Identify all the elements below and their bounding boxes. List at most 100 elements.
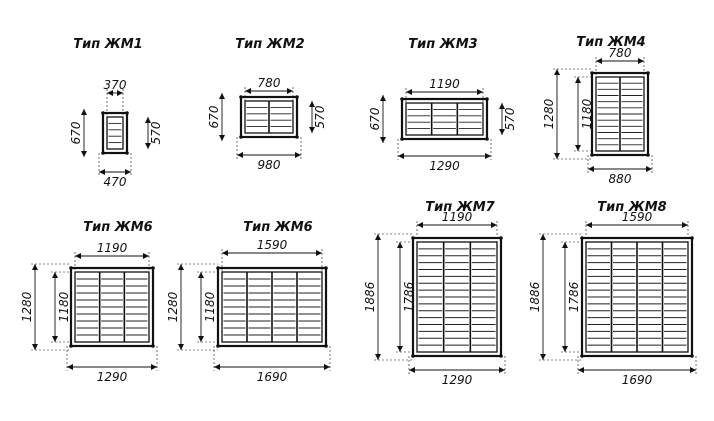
outer-height-label: 1280 xyxy=(20,291,34,322)
frame-corner-bolt xyxy=(69,266,73,270)
frame-corner-bolt xyxy=(485,97,489,101)
top-width-dimension-arrow-left xyxy=(107,90,113,96)
left-height-dimension-arrow-bottom xyxy=(219,135,225,141)
outer-height-dimension-arrow-bottom xyxy=(540,354,546,360)
frame-corner-bolt xyxy=(295,135,299,139)
frame-corner-bolt xyxy=(411,354,415,358)
top-width-dimension-arrow-left xyxy=(245,88,251,94)
frame-corner-bolt xyxy=(690,354,694,358)
outer-height-dimension-arrow-top xyxy=(540,234,546,240)
blind-title: Тип ЖМ6 xyxy=(243,220,312,235)
bottom-width-label: 880 xyxy=(609,172,632,186)
bottom-width-label: 1290 xyxy=(97,370,128,384)
bottom-width-dimension-arrow-left xyxy=(578,367,584,373)
top-width-dimension-arrow-right xyxy=(287,88,293,94)
blind-title: Тип ЖМ6 xyxy=(83,220,152,235)
top-width-dimension-arrow-right xyxy=(491,222,497,228)
frame-corner-bolt xyxy=(125,151,129,155)
bottom-width-dimension-arrow-left xyxy=(237,152,243,158)
blind-title: Тип ЖМ4 xyxy=(576,35,645,50)
top-width-dimension-arrow-left xyxy=(222,250,228,256)
bottom-width-dimension-arrow-left xyxy=(398,153,404,159)
top-width-label: 1590 xyxy=(257,238,288,252)
top-width-dimension-arrow-left xyxy=(586,222,592,228)
top-width-label: 1190 xyxy=(97,241,128,255)
bottom-width-label: 1690 xyxy=(257,370,288,384)
bottom-width-dimension-arrow-left xyxy=(588,166,594,172)
top-width-dimension-arrow-right xyxy=(316,250,322,256)
outer-height-label: 1280 xyxy=(542,98,556,129)
blind-title: Тип ЖМ8 xyxy=(597,200,666,215)
right-height-label: 570 xyxy=(313,105,327,128)
outer-height-dimension-arrow-bottom xyxy=(375,354,381,360)
blind-title: Тип ЖМ3 xyxy=(408,37,477,52)
blind-5: Тип ЖМ6 1190 1290 1280 1180 xyxy=(20,220,158,384)
outer-height-dimension-arrow-top xyxy=(554,69,560,75)
right-height-dimension-arrow-top xyxy=(145,117,151,123)
outer-height-dimension-arrow-bottom xyxy=(32,344,38,350)
left-height-dimension-arrow-bottom xyxy=(81,151,87,157)
frame-corner-bolt xyxy=(690,236,694,240)
frame-corner-bolt xyxy=(239,135,243,139)
frame-corner-bolt xyxy=(580,354,584,358)
frame-corner-bolt xyxy=(101,111,105,115)
blind-title: Тип ЖМ1 xyxy=(73,37,142,52)
bottom-width-label: 1290 xyxy=(429,159,460,173)
top-width-label: 1190 xyxy=(429,77,460,91)
frame-corner-bolt xyxy=(101,151,105,155)
frame-corner-bolt xyxy=(590,153,594,157)
inner-height-dimension-arrow-top xyxy=(562,242,568,248)
inner-height-dimension-arrow-bottom xyxy=(198,336,204,342)
right-height-label: 570 xyxy=(503,107,517,130)
outer-height-dimension-arrow-top xyxy=(375,234,381,240)
left-height-dimension-arrow-bottom xyxy=(380,137,386,143)
inner-height-dimension-arrow-top xyxy=(575,77,581,83)
frame-corner-bolt xyxy=(499,354,503,358)
bottom-width-dimension-arrow-left xyxy=(67,364,73,370)
top-width-label: 1590 xyxy=(622,210,653,224)
bottom-width-label: 980 xyxy=(258,158,281,172)
inner-height-label: 1180 xyxy=(57,291,71,322)
frame-corner-bolt xyxy=(151,344,155,348)
inner-height-label: 1180 xyxy=(203,291,217,322)
bottom-width-dimension-arrow-right xyxy=(485,153,491,159)
inner-height-label: 1786 xyxy=(402,281,416,312)
bottom-width-dimension-arrow-left xyxy=(99,169,105,175)
right-height-dimension-arrow-bottom xyxy=(309,127,315,133)
inner-height-dimension-arrow-bottom xyxy=(575,145,581,151)
frame-corner-bolt xyxy=(324,266,328,270)
bottom-width-dimension-arrow-left xyxy=(409,367,415,373)
bottom-width-dimension-arrow-right xyxy=(646,166,652,172)
top-width-dimension-arrow-right xyxy=(638,58,644,64)
frame-corner-bolt xyxy=(400,137,404,141)
frame-corner-bolt xyxy=(125,111,129,115)
inner-height-dimension-arrow-top xyxy=(198,272,204,278)
frame-corner-bolt xyxy=(151,266,155,270)
bottom-width-dimension-arrow-right xyxy=(499,367,505,373)
frame-corner-bolt xyxy=(216,344,220,348)
top-width-label: 1190 xyxy=(442,210,473,224)
outer-height-dimension-arrow-top xyxy=(32,264,38,270)
right-height-label: 570 xyxy=(149,121,163,144)
bottom-width-label: 1690 xyxy=(622,373,653,387)
outer-height-dimension-arrow-bottom xyxy=(554,153,560,159)
top-width-dimension-arrow-right xyxy=(682,222,688,228)
frame-corner-bolt xyxy=(400,97,404,101)
outer-height-dimension-arrow-bottom xyxy=(178,344,184,350)
left-height-dimension-arrow-top xyxy=(81,109,87,115)
left-height-label: 670 xyxy=(368,107,382,130)
bottom-width-dimension-arrow-right xyxy=(295,152,301,158)
right-height-dimension-arrow-top xyxy=(309,101,315,107)
frame-corner-bolt xyxy=(324,344,328,348)
blind-panel xyxy=(405,102,484,136)
frame-corner-bolt xyxy=(216,266,220,270)
bottom-width-label: 470 xyxy=(104,175,127,189)
top-width-dimension-arrow-left xyxy=(406,89,412,95)
bottom-width-dimension-arrow-right xyxy=(151,364,157,370)
right-height-dimension-arrow-bottom xyxy=(499,129,505,135)
